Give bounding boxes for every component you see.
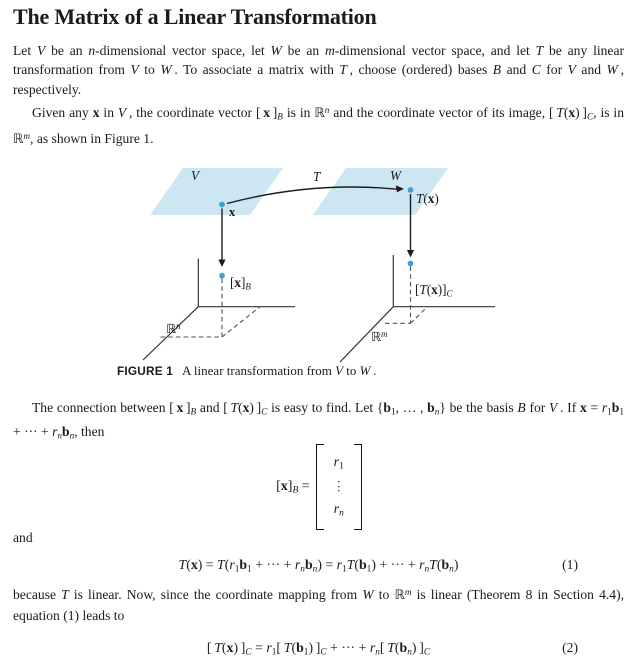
plane-v [150, 168, 283, 215]
matrix-column: r1 ··· rn [324, 450, 354, 524]
equation-vector-lhs: [x]B = [276, 478, 310, 496]
dashed-floor-left-2 [221, 306, 261, 338]
dashed-floor-right-2 [410, 306, 428, 324]
section-title: The Matrix of a Linear Transformation [13, 4, 377, 29]
dot-tx [407, 187, 414, 193]
equation-vector: [x]B = r1 ··· rn [0, 444, 638, 530]
matrix-entry-vdots: ··· [336, 473, 341, 499]
arrowhead-left [218, 259, 226, 267]
caption-tag: FIGURE 1 [117, 364, 174, 378]
equation-1: T(x) = T(r1b1 + ··· + rnbn) = r1T(b1) + … [13, 555, 624, 580]
label-tx: T(x) [416, 191, 439, 206]
label-x: x [229, 205, 236, 219]
label-xb: [x]B [230, 275, 251, 292]
conjunction-and: and [13, 530, 33, 545]
arrowhead-right [406, 250, 415, 258]
matrix-right-bracket [353, 444, 362, 530]
arrows [221, 186, 412, 260]
axes-left-right [142, 255, 495, 363]
arrowheads [218, 185, 415, 267]
equation-1-number: (1) [562, 557, 578, 572]
axis-left-diagonal [142, 306, 199, 361]
figure-1: V W T x T(x) [x]B [T(x)]C ℝn ℝm [0, 157, 638, 363]
caption-text: A linear transformation from V to W . [182, 363, 377, 378]
label-rn: ℝn [166, 321, 181, 337]
label-v: V [191, 168, 200, 183]
dot-xb [219, 272, 225, 279]
paragraph-given: Given any x in V , the coordinate vector… [13, 105, 625, 148]
paragraph-connection: The connection between [ x ]B and [ T(x)… [13, 400, 624, 441]
equation-2-number: (2) [562, 640, 578, 655]
axis-right-diagonal [339, 306, 394, 363]
paragraph-intro: Let V be an n-dimensional vector space, … [13, 43, 625, 97]
label-rm: ℝm [371, 329, 388, 345]
label-w: W [390, 168, 401, 183]
map-arrow-t [226, 186, 398, 205]
matrix-left-bracket [315, 444, 324, 530]
label-t: T [313, 169, 321, 184]
arrowhead-t [395, 185, 404, 193]
equation-2-body: [ T(x) ]C = r1[ T(b1) ]C + ··· + rn[ T(b… [206, 640, 431, 658]
equation-1-body: T(x) = T(r1b1 + ··· + rnbn) = r1T(b1) + … [178, 557, 459, 575]
matrix-entry-r1: r1 [333, 455, 344, 472]
paragraph-because: because T is linear. Now, since the coor… [13, 587, 624, 623]
equation-2: [ T(x) ]C = r1[ T(b1) ]C + ··· + rn[ T(b… [13, 638, 624, 663]
figure-svg [142, 168, 495, 363]
matrix-entry-rn: rn [333, 502, 344, 519]
plane-w [313, 168, 448, 215]
dot-txc [407, 260, 414, 267]
points [219, 187, 414, 279]
dashed-projections [160, 266, 428, 338]
figure-caption: FIGURE 1 A linear transformation from V t… [117, 363, 376, 379]
label-txc: [T(x)]C [415, 282, 453, 299]
dot-x [219, 201, 225, 208]
